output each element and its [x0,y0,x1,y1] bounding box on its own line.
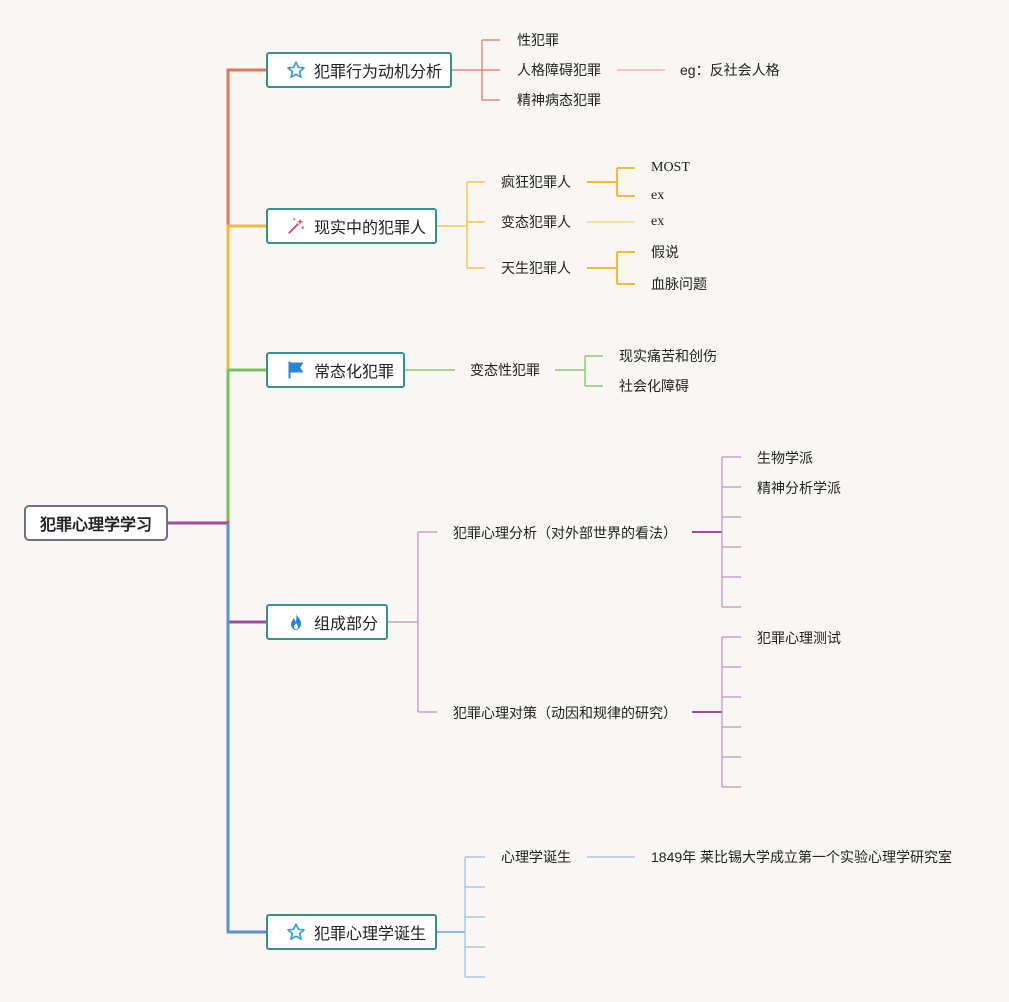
trunk-segment-green [226,368,268,520]
leaf-psychopathic-crime[interactable]: 精神病态犯罪 [517,92,601,108]
trunk-segment-purple [168,521,268,624]
branch-5-connectors [437,856,635,978]
leaf-criminal-psych-test[interactable]: 犯罪心理测试 [757,630,841,646]
sub-birth-of-psychology[interactable]: 心理学诞生 [501,849,571,865]
root-node[interactable]: 犯罪心理学学习 [24,505,168,541]
branch-4-connectors [388,456,741,788]
sub-born-criminal[interactable]: 天生犯罪人 [501,260,571,276]
leaf-sex-crime[interactable]: 性犯罪 [517,32,559,48]
trunk-segment-orange [226,224,268,520]
root-label: 犯罪心理学学习 [39,517,152,534]
sub-perverted-sexual-crime[interactable]: 变态性犯罪 [470,362,540,378]
star-icon [287,61,305,78]
star-icon [287,923,305,940]
leaf-trauma[interactable]: 现实痛苦和创伤 [619,348,717,364]
leaf-leipzig-lab-1849[interactable]: 1849年 莱比锡大学成立第一个实验心理学研究室 [651,849,953,865]
branch-label: 组成部分 [314,616,379,633]
leaf-biological-school[interactable]: 生物学派 [757,450,813,466]
branch-node-real-criminals[interactable]: 现实中的犯罪人 [266,208,437,244]
branch-1-connectors [452,39,665,101]
leaf-bloodline-issue[interactable]: 血脉问题 [651,276,707,292]
branch-3-connectors [405,355,603,387]
sub-criminal-psych-analysis[interactable]: 犯罪心理分析（对外部世界的看法） [453,525,677,541]
leaf-ex[interactable]: ex [651,214,665,229]
trunk-segment-red [168,68,268,525]
magic-wand-icon [288,218,304,234]
leaf-psychoanalytic-school[interactable]: 精神分析学派 [757,480,841,496]
leaf-socialization-disorder[interactable]: 社会化障碍 [619,378,689,394]
leaf-ex[interactable]: ex [651,188,665,203]
sub-perverted-criminal[interactable]: 变态犯罪人 [501,214,571,230]
leaf-personality-disorder-crime[interactable]: 人格障碍犯罪 [517,62,601,78]
flag-icon [288,361,304,379]
fire-icon [291,613,301,630]
sub-criminal-psych-countermeasures[interactable]: 犯罪心理对策（动因和规律的研究） [453,705,677,721]
branch-node-birth-of-criminal-psych[interactable]: 犯罪心理学诞生 [266,914,437,950]
branch-2-connectors [437,167,635,285]
leaf-most[interactable]: MOST [651,160,690,175]
branch-node-components[interactable]: 组成部分 [266,604,388,640]
trunk-segment-blue [226,523,268,934]
branch-label: 犯罪行为动机分析 [314,64,443,81]
sub-crazy-criminal[interactable]: 疯狂犯罪人 [501,174,571,190]
branch-label: 犯罪心理学诞生 [314,926,427,943]
leaf-hypothesis[interactable]: 假说 [651,244,679,260]
branch-node-normalized-crime[interactable]: 常态化犯罪 [266,352,405,388]
branch-label: 现实中的犯罪人 [314,220,427,237]
leaf-antisocial-example[interactable]: eg：反社会人格 [680,62,780,78]
branch-node-motive-analysis[interactable]: 犯罪行为动机分析 [266,52,452,88]
root-trunk [168,68,268,934]
branch-label: 常态化犯罪 [314,364,395,381]
